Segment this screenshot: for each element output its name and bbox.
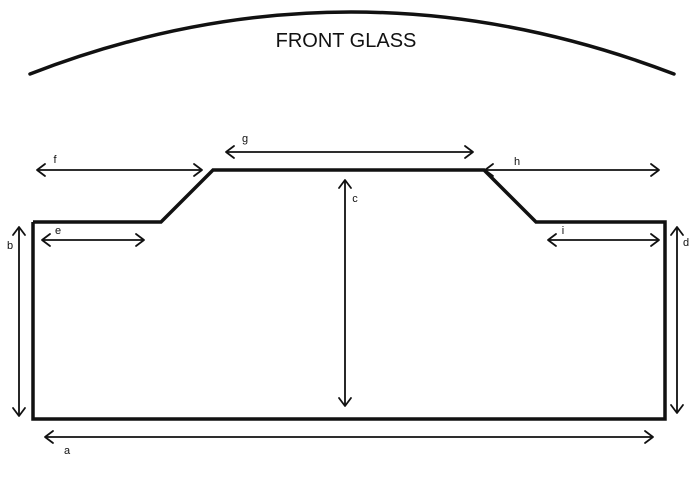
dimension-b: b xyxy=(7,226,26,417)
dimension-c: c xyxy=(338,179,358,407)
dimension-label-i: i xyxy=(562,225,564,237)
dimension-label-f: f xyxy=(53,154,57,166)
dimension-a: a xyxy=(44,430,654,457)
dimension-label-b: b xyxy=(7,240,13,252)
dimension-label-e: e xyxy=(55,225,61,237)
dimension-h: h xyxy=(484,156,660,177)
dimension-e: e xyxy=(41,225,145,247)
dimension-i: i xyxy=(547,225,660,247)
front-glass-curve xyxy=(28,10,676,76)
dimension-label-c: c xyxy=(352,193,358,205)
dimension-label-a: a xyxy=(64,445,71,457)
dimension-f: f xyxy=(36,154,203,177)
dimension-d: d xyxy=(670,226,689,414)
shape-outline xyxy=(31,168,667,421)
dimension-label-g: g xyxy=(242,133,248,145)
dimension-g: g xyxy=(225,133,474,159)
dimension-label-d: d xyxy=(683,237,689,249)
front-glass-label: FRONT GLASS xyxy=(276,30,417,52)
dimension-label-h: h xyxy=(514,156,520,168)
